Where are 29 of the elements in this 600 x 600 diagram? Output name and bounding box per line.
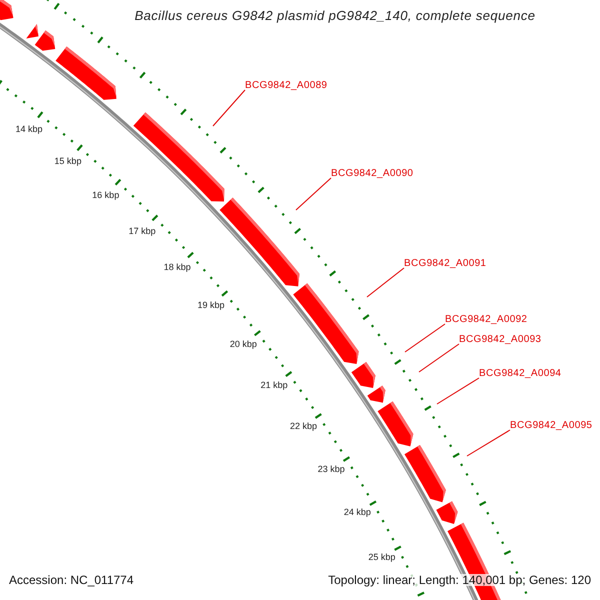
scale-label: 25 kbp — [367, 550, 396, 563]
scale-label: 23 kbp — [316, 462, 346, 475]
leader-line — [212, 90, 246, 126]
scale-label: 19 kbp — [196, 299, 226, 312]
scale-label: 18 kbp — [162, 261, 192, 274]
gene-label: BCG9842_A0090 — [331, 168, 414, 180]
diagram-title: Bacillus cereus G9842 plasmid pG9842_140, complete sequence — [134, 10, 536, 22]
leader-line — [404, 324, 446, 352]
scale-label: 15 kbp — [53, 155, 82, 168]
scale-label: 24 kbp — [342, 506, 372, 518]
gene-label: BCG9842_A0095 — [510, 420, 592, 432]
scale-label: 17 kbp — [128, 224, 157, 237]
scale-label: 14 kbp — [14, 122, 44, 135]
accession-note: Accession: NC_011774 — [8, 574, 135, 586]
gene-label: BCG9842_A0092 — [445, 314, 528, 326]
scale-label: 21 kbp — [260, 378, 289, 391]
leader-line — [436, 378, 480, 404]
leader-line — [296, 178, 332, 210]
leader-line — [366, 268, 404, 298]
scale-label: 22 kbp — [288, 420, 318, 432]
gene-label: BCG9842_A0094 — [479, 368, 562, 380]
summary-note: Topology: linear; Length: 140,001 bp; Genes: 120 — [327, 574, 592, 586]
scale-label: 20 kbp — [228, 338, 258, 350]
leader-line — [418, 344, 460, 372]
gene-label: BCG9842_A0091 — [404, 258, 486, 270]
gene-label: BCG9842_A0089 — [245, 80, 328, 92]
gene-label: BCG9842_A0093 — [459, 334, 542, 346]
scale-label: 16 kbp — [91, 189, 120, 202]
leader-line — [466, 430, 510, 456]
